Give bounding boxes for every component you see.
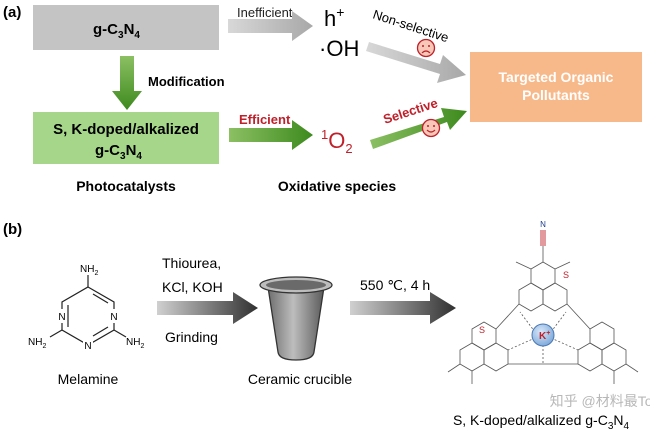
doped-box-line1: S, K-doped/alkalized <box>53 121 199 138</box>
arrow-nonselective-label: Non-selective <box>371 7 451 46</box>
target-box-line1: Targeted Organic <box>499 69 614 85</box>
doped-box-line2: g-C3N4 <box>95 142 142 162</box>
sad-face-icon <box>416 38 436 58</box>
melamine-n-gap-left <box>57 309 66 323</box>
nitrile-group <box>540 230 546 246</box>
grinding-label: Grinding <box>165 329 218 345</box>
crucible-name: Ceramic crucible <box>248 371 352 387</box>
happy-face-icon <box>421 118 441 138</box>
melamine-n-bottom: N <box>84 341 91 352</box>
arrow-inefficient-label: Inefficient <box>237 5 293 20</box>
potassium-ion-label: K+ <box>539 330 550 342</box>
watermark: 知乎 @材料最Top <box>550 393 650 409</box>
target-box-line2: Pollutants <box>522 87 590 103</box>
arrow-selective <box>370 108 467 149</box>
potassium-ion-icon <box>531 323 555 347</box>
melamine-nh2-top: NH2 <box>80 264 98 277</box>
melamine-nh2-right: NH2 <box>126 337 144 350</box>
arrow-grinding <box>157 292 258 324</box>
arrow-modification-label: Modification <box>148 74 225 89</box>
arrow-modification <box>112 56 142 110</box>
target-box <box>470 52 642 122</box>
caption-oxidative-species: Oxidative species <box>278 178 397 194</box>
species-singlet-oxygen: 1O2 <box>321 127 353 156</box>
condition-label: 550 ℃, 4 h <box>360 277 430 293</box>
melamine-name: Melamine <box>58 371 119 387</box>
reagent-line2: KCl, KOH <box>162 279 223 295</box>
arrow-inefficient <box>228 11 313 41</box>
arrow-calcination <box>350 292 456 324</box>
nitrile-n: N <box>540 220 546 229</box>
melamine-n-left: N <box>58 312 65 323</box>
arrow-efficient-label: Efficient <box>239 112 291 127</box>
product-name: S, K-doped/alkalized g-C3N4 <box>453 412 630 432</box>
panel-a-label: (a) <box>3 4 21 21</box>
reagent-line1: Thiourea, <box>162 255 221 271</box>
gcn-box-label: g-C3N4 <box>93 21 140 41</box>
gcn-box <box>33 5 219 50</box>
panel-b-label: (b) <box>3 221 22 238</box>
product-network <box>447 246 639 384</box>
species-hydroxyl: ·OH <box>319 36 359 61</box>
arrow-efficient <box>229 120 313 150</box>
melamine-nh2-left: NH2 <box>28 337 46 350</box>
species-h-plus: h+ <box>324 4 344 31</box>
arrow-nonselective <box>366 42 466 83</box>
sulfur-top: S <box>563 270 569 280</box>
melamine-n-right: N <box>110 312 117 323</box>
melamine-n-gap-right <box>110 309 119 323</box>
crucible-icon <box>259 276 333 361</box>
doped-box <box>33 112 219 164</box>
caption-photocatalysts: Photocatalysts <box>76 178 176 194</box>
sulfur-left: S <box>479 325 485 335</box>
melamine-n-gap-bottom <box>83 338 93 352</box>
